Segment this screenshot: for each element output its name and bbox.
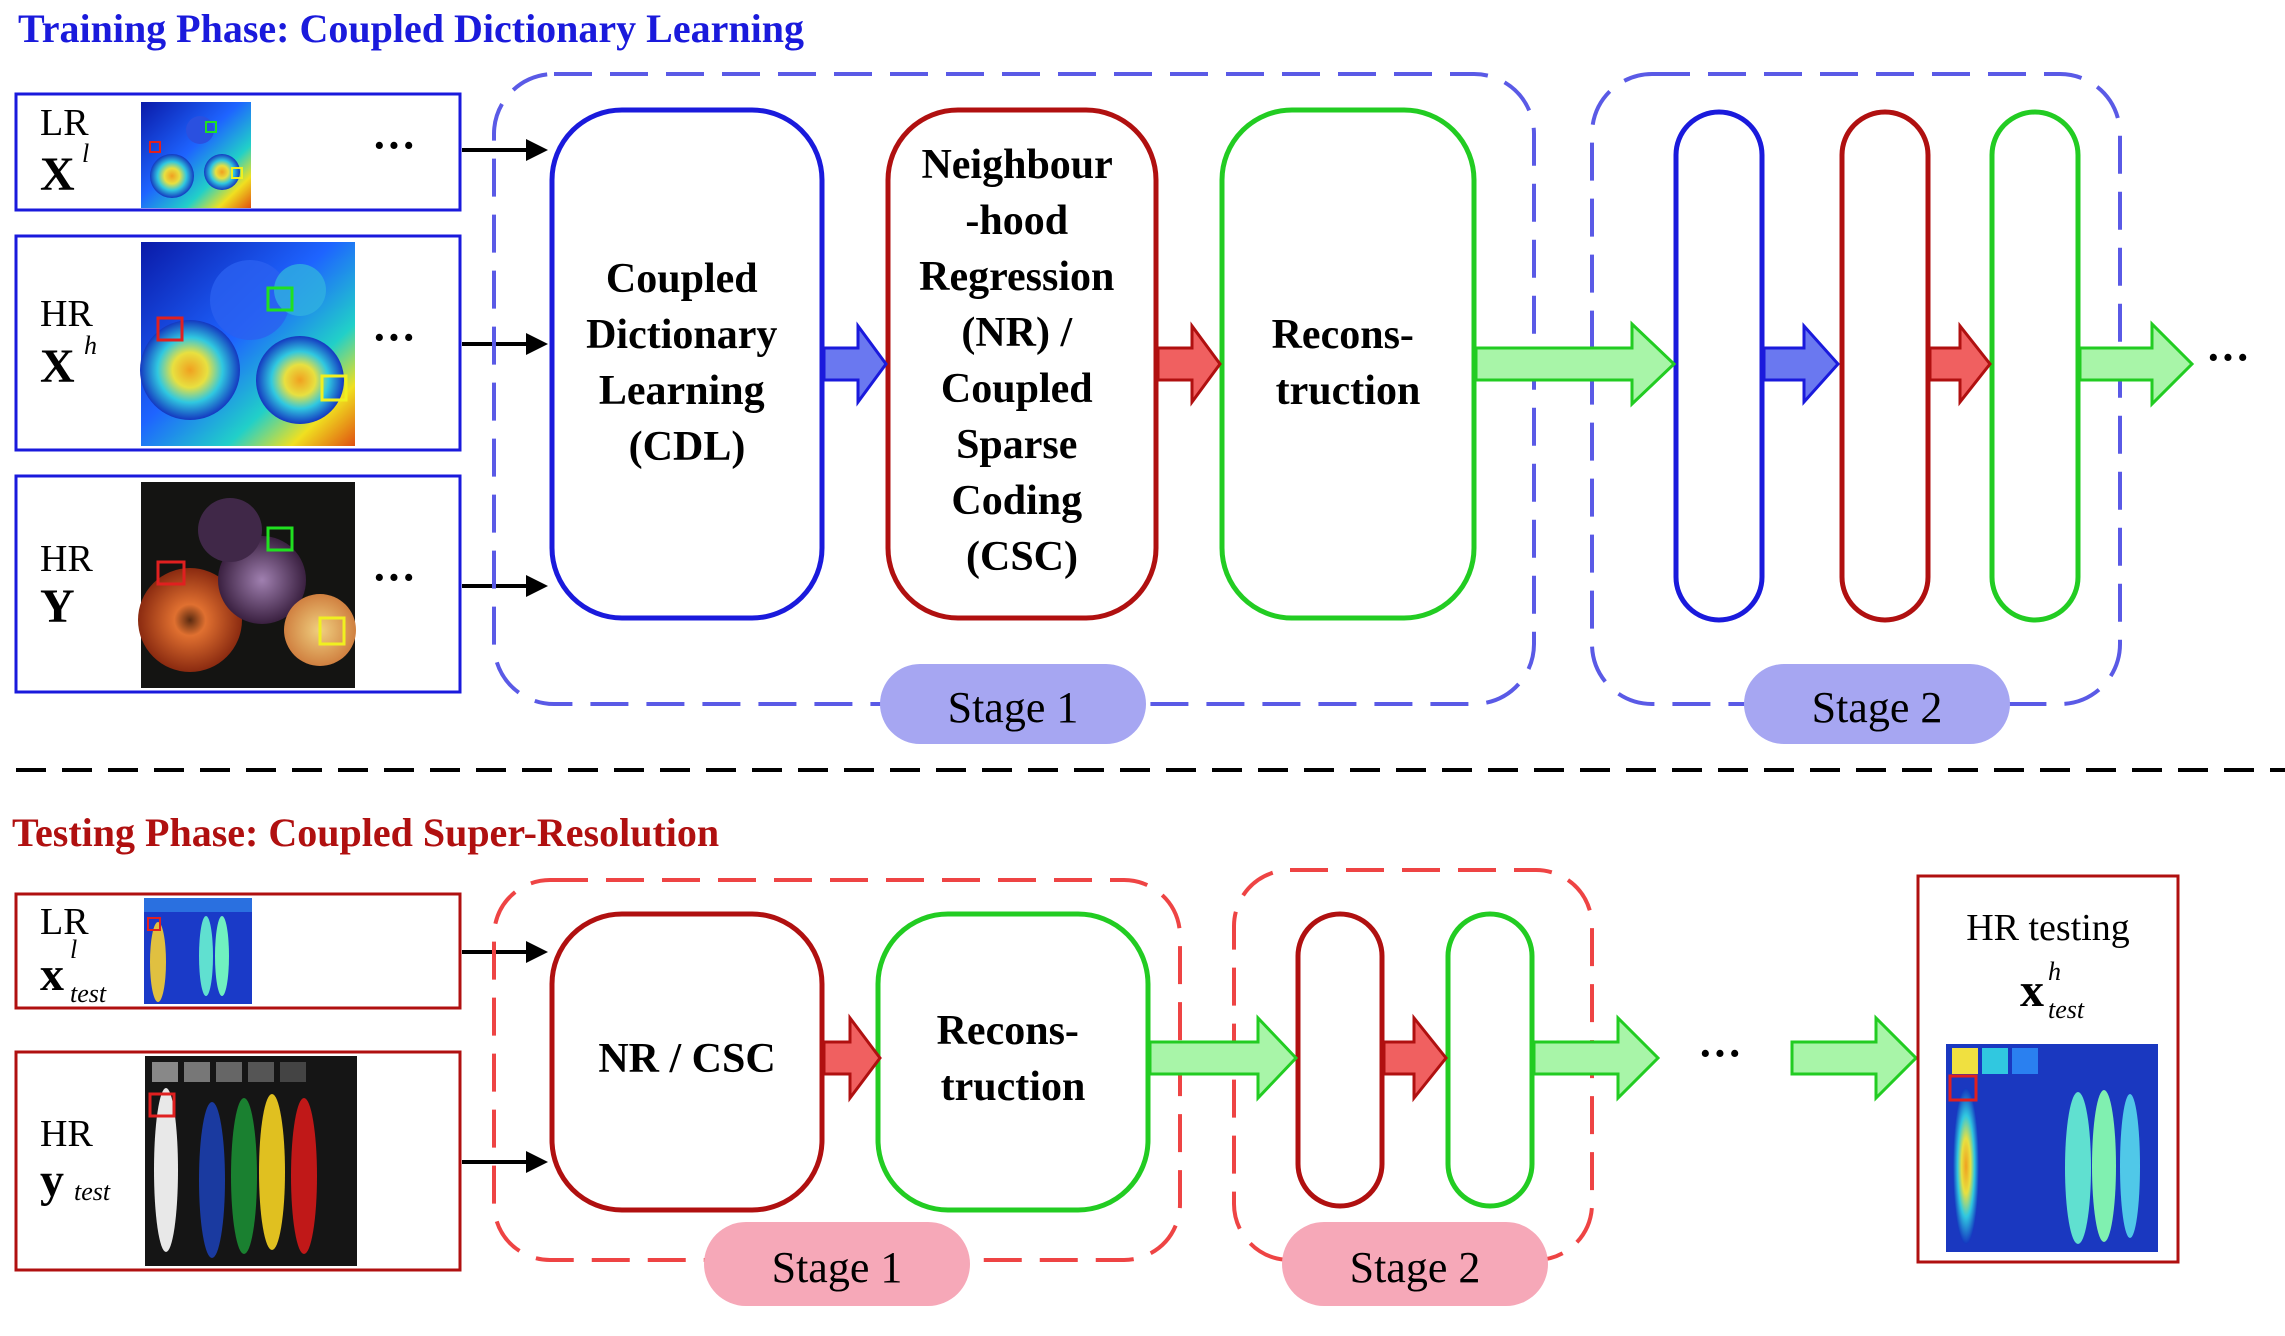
lr-feather-image <box>144 898 252 1004</box>
testing-stage2-nr-pill <box>1295 911 1385 1209</box>
svg-text:Recons- truction: Recons- truction <box>1272 312 1425 414</box>
nr-csc-block: Neighbour -hood Regression (NR) / Couple… <box>885 107 1159 621</box>
input-sub: test <box>70 979 107 1008</box>
red-block-arrow <box>1156 321 1222 407</box>
training-stage2-label: Stage 2 <box>1744 664 2010 744</box>
green-block-arrow <box>1532 1014 1661 1102</box>
svg-text:NR / CSC: NR / CSC <box>598 1036 775 1082</box>
green-block-arrow <box>2078 320 2195 408</box>
green-block-arrow <box>1474 320 1677 408</box>
testing-stage1-label: Stage 1 <box>704 1222 970 1306</box>
training-input-arrows <box>462 139 548 597</box>
stage2-nr-pill <box>1839 109 1931 623</box>
nr-line: -hood <box>965 198 1068 244</box>
green-block-arrow <box>1790 1014 1919 1102</box>
nr-line: Sparse <box>956 422 1077 468</box>
testing-reconstruction-block: Recons- truction <box>875 911 1151 1213</box>
input-label: LR <box>40 102 89 144</box>
testing-input-lr: LR x l test <box>14 892 462 1010</box>
svg-text:Stage 1: Stage 1 <box>948 683 1079 732</box>
testing-input-hr: HR y test <box>14 1050 462 1272</box>
output-label: HR testing <box>1966 907 2130 949</box>
testing-nr-csc-block: NR / CSC <box>549 911 825 1213</box>
training-stage1-label: Stage 1 <box>880 664 1146 744</box>
hr-feather-heatmap-image <box>1946 1044 2158 1252</box>
input-label: HR <box>40 538 93 580</box>
input-sup: l <box>82 139 89 168</box>
cdl-line: (CDL) <box>629 424 746 470</box>
red-block-arrow <box>1382 1013 1448 1103</box>
testing-input-arrows <box>462 941 548 1173</box>
training-flow-arrows <box>822 320 2195 408</box>
testing-output-box: HR testing x h test <box>1916 874 2180 1264</box>
green-block-arrow <box>1148 1014 1299 1102</box>
input-sub: test <box>74 1177 111 1206</box>
recon-line: Recons- <box>1272 312 1414 358</box>
svg-text:Stage 2: Stage 2 <box>1350 1243 1481 1292</box>
input-symbol: x <box>40 948 64 1001</box>
testing-flow-arrows <box>822 1013 1919 1103</box>
input-symbol: X <box>40 340 75 393</box>
training-input-lr: LR X l ··· <box>14 92 462 212</box>
stage2-cdl-pill <box>1673 109 1765 623</box>
reconstruction-block: Recons- truction <box>1219 107 1477 621</box>
cdl-line: Coupled <box>606 256 758 302</box>
more-ellipsis: ··· <box>372 121 416 170</box>
blue-block-arrow <box>822 321 888 407</box>
nr-line: Coding <box>951 478 1082 524</box>
nr-line: (CSC) <box>966 534 1078 580</box>
input-label: LR <box>40 901 89 943</box>
recon-line: truction <box>941 1064 1086 1110</box>
svg-text:Neighbour -hood Re: Neighbour -hood Regression (NR) / Couple… <box>919 142 1125 580</box>
testing-stage2-recon-pill <box>1445 911 1535 1209</box>
cdl-line: Dictionary <box>586 312 777 358</box>
input-symbol: y <box>40 1154 64 1207</box>
blue-block-arrow <box>1762 322 1841 406</box>
recon-line: truction <box>1276 368 1421 414</box>
more-ellipsis: ··· <box>372 553 416 602</box>
output-sup: h <box>2048 957 2061 986</box>
input-sup: l <box>70 935 77 964</box>
output-symbol: x <box>2020 964 2044 1017</box>
svg-text:Stage 1: Stage 1 <box>772 1243 903 1292</box>
nr-line: Neighbour <box>921 142 1112 188</box>
input-sup: h <box>84 331 97 360</box>
training-trailing-ellipsis: ··· <box>2206 333 2250 382</box>
hr-flower-rgb-image <box>138 482 356 688</box>
nr-line: (NR) / <box>961 310 1073 356</box>
output-sub: test <box>2048 995 2085 1024</box>
testing-title: Testing Phase: Coupled Super-Resolution <box>12 810 719 855</box>
svg-text:Coupled Dictionary: Coupled Dictionary Learning (CDL) <box>586 256 788 470</box>
training-title: Training Phase: Coupled Dictionary Learn… <box>18 6 804 51</box>
hr-flower-heatmap-image <box>140 242 355 446</box>
cdl-block: Coupled Dictionary Learning (CDL) <box>549 107 825 621</box>
input-symbol: X <box>40 148 75 201</box>
stage2-recon-pill <box>1989 109 2081 623</box>
lr-flower-image <box>141 102 251 208</box>
svg-text:Stage 2: Stage 2 <box>1812 683 1943 732</box>
input-label: HR <box>40 293 93 335</box>
svg-text:Recons- truction: Recons- truction <box>937 1008 1090 1110</box>
testing-stage2-label: Stage 2 <box>1282 1222 1548 1306</box>
nr-line: Coupled <box>941 366 1093 412</box>
training-input-hr-x: HR X h ··· <box>14 234 462 452</box>
training-input-hr-y: HR Y ··· <box>14 474 462 694</box>
red-block-arrow <box>1928 321 1992 407</box>
input-label: HR <box>40 1113 93 1155</box>
more-ellipsis: ··· <box>372 313 416 362</box>
input-symbol: Y <box>40 580 75 633</box>
recon-line: Recons- <box>937 1008 1079 1054</box>
cdl-line: Learning <box>599 368 765 414</box>
hr-feather-rgb-image <box>145 1056 357 1266</box>
nr-line: Regression <box>919 254 1114 300</box>
testing-middle-ellipsis: ··· <box>1698 1029 1742 1078</box>
red-block-arrow <box>822 1013 882 1103</box>
